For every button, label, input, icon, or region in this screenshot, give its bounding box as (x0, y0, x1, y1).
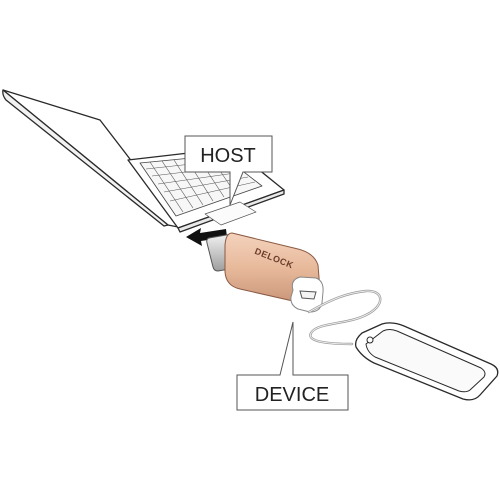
laptop-icon (2, 89, 285, 233)
device-label: DEVICE (255, 384, 329, 406)
insert-arrow-icon (186, 228, 227, 246)
smartphone-icon (354, 322, 499, 401)
host-label: HOST (200, 145, 256, 167)
micro-usb-port (299, 290, 317, 300)
device-callout: DEVICE (236, 321, 349, 411)
host-callout: HOST (184, 135, 273, 206)
usb-c-adapter: DELOCK (206, 232, 324, 313)
